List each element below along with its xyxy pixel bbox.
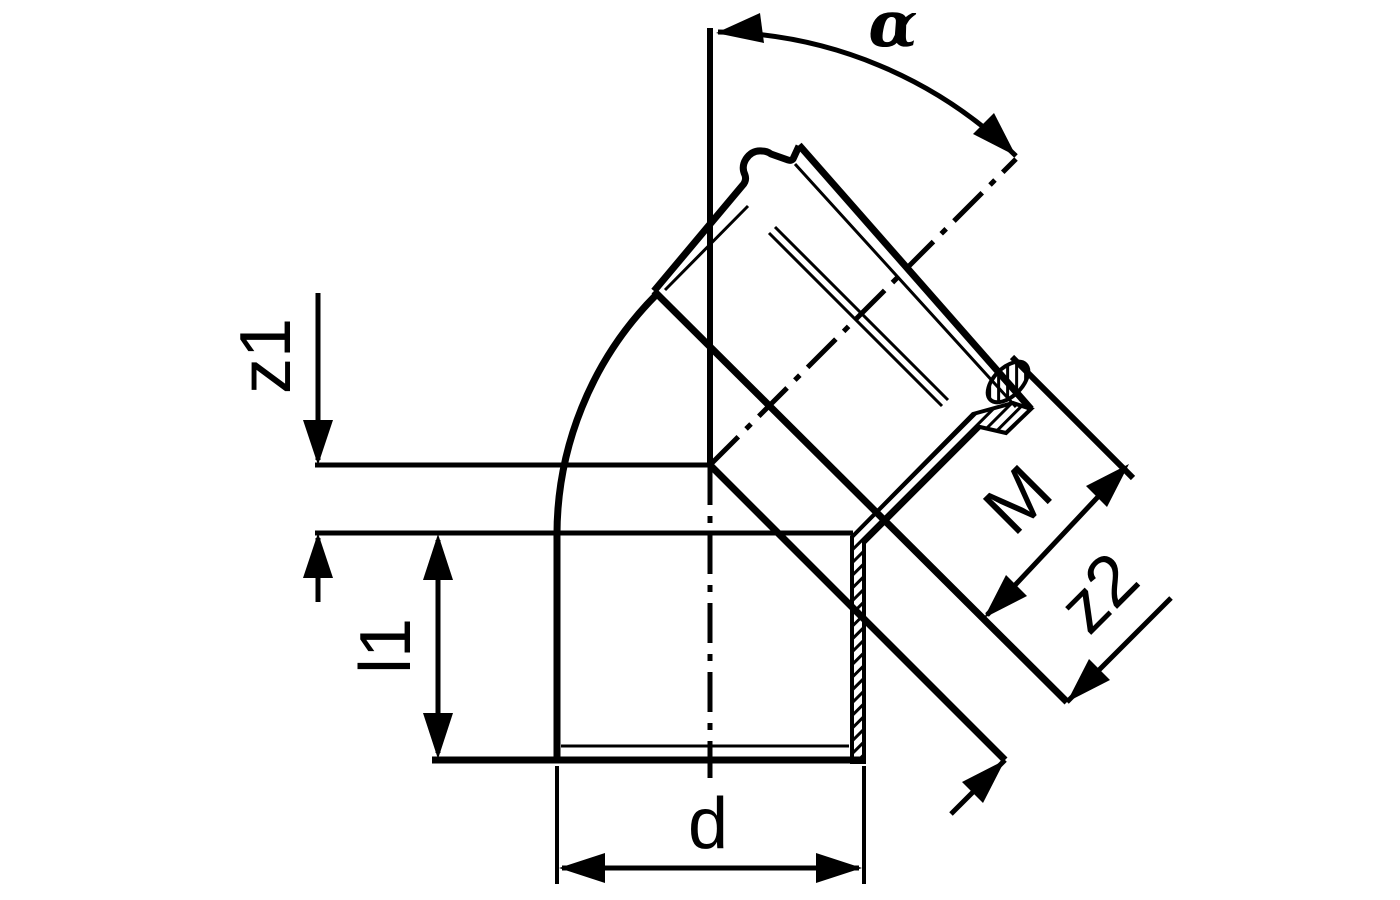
z2-arrow-lower	[962, 760, 1005, 803]
m-label: M	[969, 451, 1068, 550]
m-arrow-upper	[1086, 464, 1129, 507]
z2-arrow-upper	[1067, 659, 1110, 702]
miter-joint-line	[651, 288, 1070, 705]
branch-centerline	[708, 157, 1018, 467]
alpha-angle-arc	[717, 29, 1018, 158]
center-plane-line	[707, 462, 1008, 763]
socket-mouth-inner-line	[793, 162, 1018, 409]
d-arrow-left	[559, 853, 605, 883]
socket-mouth-face	[796, 142, 1034, 412]
z1-label: z1	[226, 318, 306, 394]
d-arrow-right	[816, 853, 862, 883]
l1-label: l1	[346, 618, 426, 674]
pipe-left-edge-and-elbow-arc	[553, 292, 659, 762]
pipe-wall-section	[850, 400, 1035, 764]
m-arrow-lower	[984, 575, 1027, 618]
socket-shoulder-line-outer	[767, 231, 944, 408]
socket-left-wall-inner-line	[663, 204, 750, 292]
z1-arrow-up	[303, 533, 333, 578]
alpha-arrow-left	[716, 13, 764, 43]
alpha-label: α	[868, 0, 917, 62]
l1-arrow-top	[423, 534, 453, 580]
alpha-arrow-right	[973, 113, 1016, 156]
d-label: d	[688, 784, 728, 864]
z1-arrow-down	[303, 420, 333, 465]
mouth-plane-extension-line	[1009, 354, 1136, 481]
l1-arrow-bottom	[423, 713, 453, 759]
socket-left-outline	[651, 144, 803, 294]
